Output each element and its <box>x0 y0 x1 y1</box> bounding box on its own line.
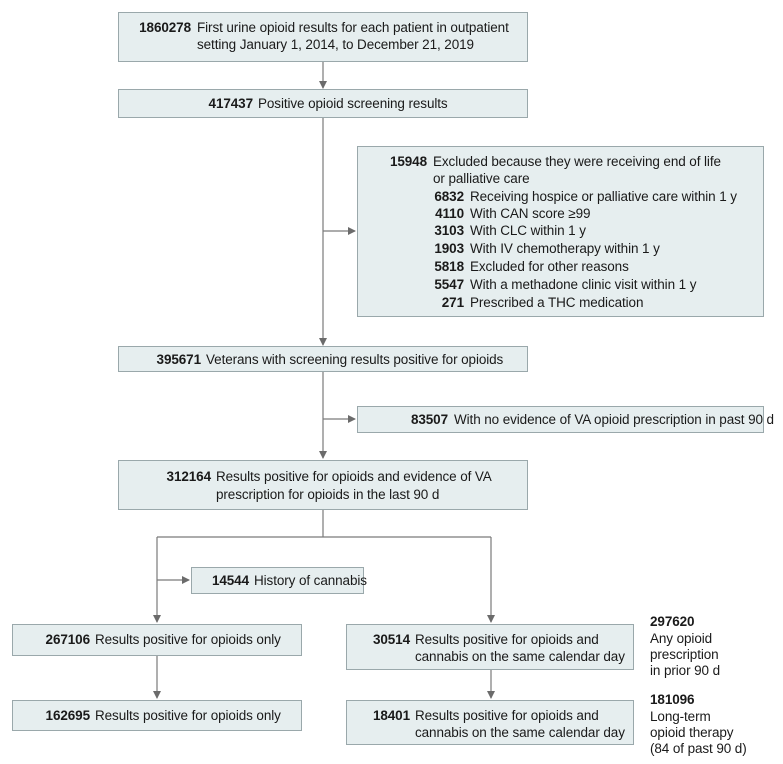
side-label-any-opioid-3: in prior 90 d <box>650 663 720 678</box>
label-other-reasons: Excluded for other reasons <box>470 259 629 274</box>
box-positive-with-rx <box>118 460 528 510</box>
count-can-score: 4110 <box>435 206 464 221</box>
count-excluded-total: 15948 <box>389 154 427 169</box>
count-clc: 3103 <box>434 223 464 238</box>
count-positive-with-rx: 312164 <box>166 469 212 484</box>
box-opioids-only-2 <box>12 700 302 731</box>
label-first-results-2: setting January 1, 2014, to December 21,… <box>197 37 474 52</box>
count-first-results: 1860278 <box>139 20 191 35</box>
count-methadone: 5547 <box>434 277 464 292</box>
label-opioids-cannabis-2b: cannabis on the same calendar day <box>415 725 625 740</box>
label-veterans-positive: Veterans with screening results positive… <box>206 352 504 367</box>
label-excluded-1: Excluded because they were receiving end… <box>433 154 721 169</box>
count-thc: 271 <box>441 295 464 310</box>
box-opioids-cannabis-1 <box>346 624 634 670</box>
label-positive-screening: Positive opioid screening results <box>258 96 448 111</box>
label-opioids-cannabis-2a: Results positive for opioids and <box>415 708 599 723</box>
box-no-va-prescription <box>357 406 764 433</box>
label-opioids-only-1: Results positive for opioids only <box>95 632 281 647</box>
side-label-long-term-2: opioid therapy <box>650 725 734 740</box>
label-iv-chemo: With IV chemotherapy within 1 y <box>470 241 660 256</box>
side-label-any-opioid-2: prescription <box>650 647 719 662</box>
count-opioids-only-2: 162695 <box>45 708 91 723</box>
count-opioids-cannabis-2: 18401 <box>372 708 410 723</box>
label-first-results-1: First urine opioid results for each pati… <box>197 20 509 35</box>
label-excluded-2: or palliative care <box>433 171 530 186</box>
count-opioids-only-1: 267106 <box>45 632 91 647</box>
box-positive-screening <box>118 89 528 118</box>
side-label-any-opioid-1: Any opioid <box>650 631 713 646</box>
box-opioids-cannabis-2 <box>346 700 634 745</box>
label-methadone: With a methadone clinic visit within 1 y <box>470 277 697 292</box>
side-count-long-term: 181096 <box>650 692 695 707</box>
count-other-reasons: 5818 <box>434 259 464 274</box>
count-cannabis-history: 14544 <box>211 573 249 588</box>
label-positive-with-rx-2: prescription for opioids in the last 90 … <box>216 487 440 502</box>
label-no-va-prescription: With no evidence of VA opioid prescripti… <box>454 412 774 427</box>
box-first-results <box>118 12 528 62</box>
label-can-score: With CAN score ≥99 <box>470 206 591 221</box>
label-opioids-only-2: Results positive for opioids only <box>95 708 281 723</box>
count-veterans-positive: 395671 <box>156 352 202 367</box>
side-count-any-opioid: 297620 <box>650 614 695 629</box>
label-hospice: Receiving hospice or palliative care wit… <box>470 189 737 204</box>
side-label-long-term-3: (84 of past 90 d) <box>650 741 747 756</box>
box-veterans-positive <box>118 346 528 372</box>
count-positive-screening: 417437 <box>208 96 254 111</box>
label-cannabis-history: History of cannabis <box>254 573 367 588</box>
label-thc: Prescribed a THC medication <box>470 295 644 310</box>
box-exclusions <box>357 146 764 317</box>
label-positive-with-rx-1: Results positive for opioids and evidenc… <box>216 469 492 484</box>
count-iv-chemo: 1903 <box>434 241 464 256</box>
side-label-long-term-1: Long-term <box>650 709 711 724</box>
label-opioids-cannabis-1a: Results positive for opioids and <box>415 632 599 647</box>
box-cannabis-history <box>191 567 364 594</box>
count-hospice: 6832 <box>434 189 464 204</box>
box-opioids-only-1 <box>12 624 302 656</box>
label-opioids-cannabis-1b: cannabis on the same calendar day <box>415 649 625 664</box>
count-opioids-cannabis-1: 30514 <box>372 632 410 647</box>
label-clc: With CLC within 1 y <box>470 223 586 238</box>
count-no-va-prescription: 83507 <box>410 412 448 427</box>
